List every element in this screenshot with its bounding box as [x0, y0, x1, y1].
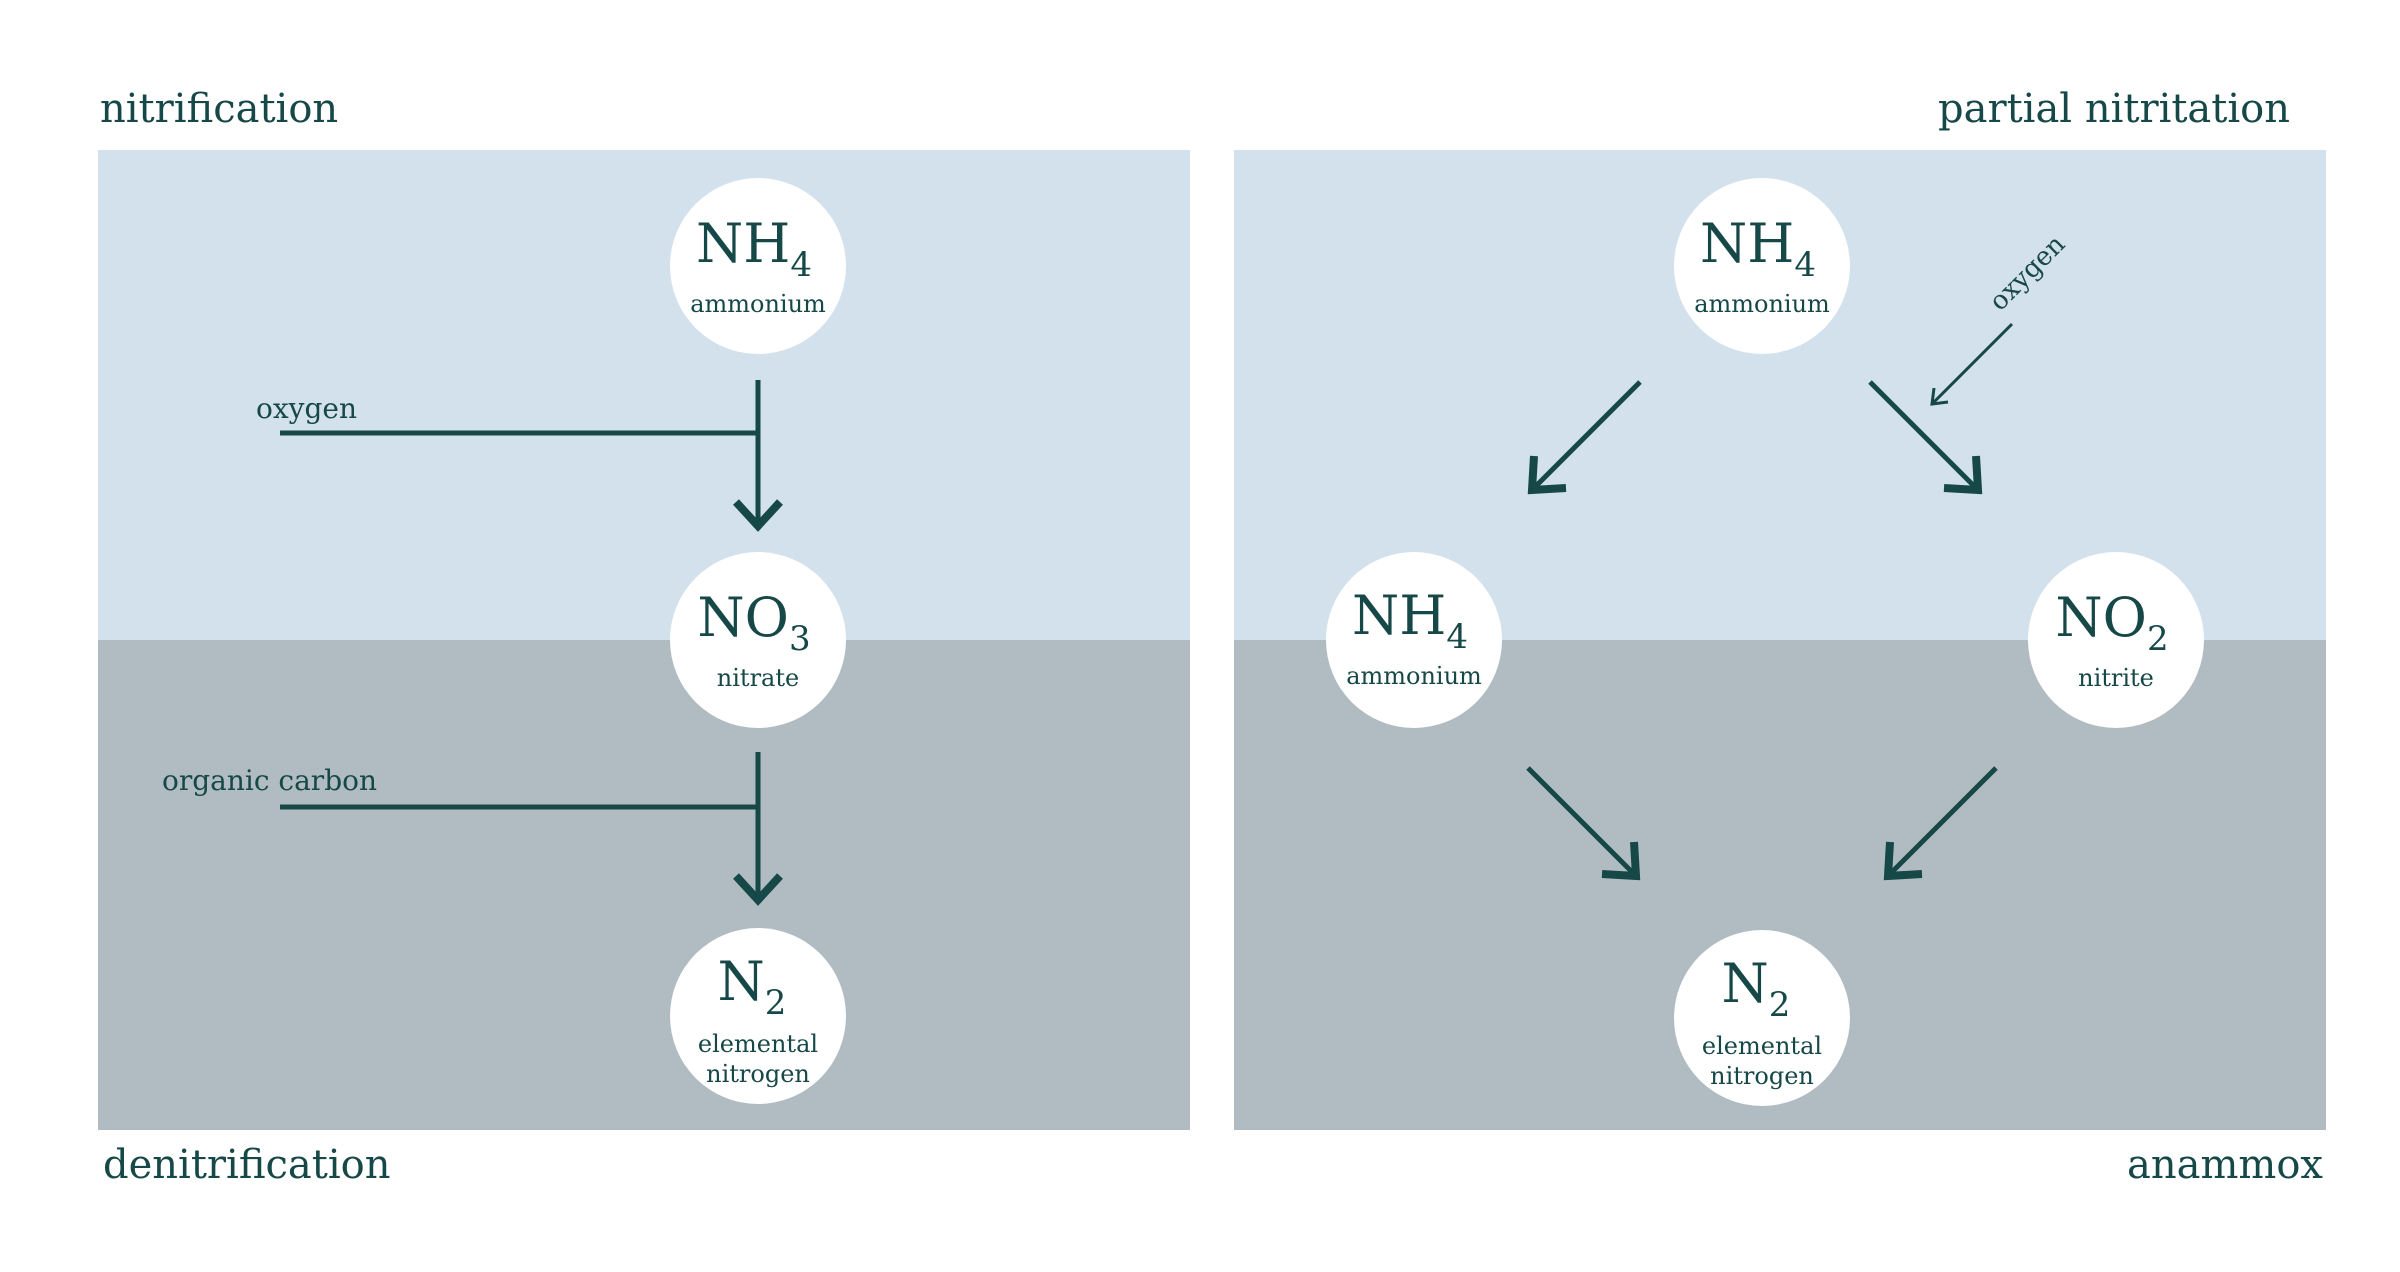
node-nitrite: NO2 nitrite	[2028, 552, 2204, 728]
anammox-label: anammox	[2127, 1142, 2323, 1188]
svg-text:NO3: NO3	[697, 586, 810, 659]
node-name-line-1: elemental	[1702, 1032, 1822, 1060]
node-name-line-2: nitrogen	[706, 1060, 810, 1088]
formula-subscript: 4	[1794, 245, 1816, 285]
arrow-nh4-to-nh4	[1530, 380, 1642, 492]
svg-text:NO2: NO2	[2055, 586, 2168, 659]
node-name-line-1: elemental	[698, 1030, 818, 1058]
arrowhead-nh4-to-nh4	[1527, 455, 1567, 495]
node-ammonium-top: NH4 ammonium	[1674, 178, 1850, 354]
arrowhead-no3-to-n2	[733, 873, 783, 906]
formula-subscript: 3	[789, 619, 811, 659]
svg-text:N2: N2	[718, 950, 787, 1023]
nitrification-label: nitrification	[100, 86, 339, 132]
node-ammonium: NH4 ammonium	[670, 178, 846, 354]
oxygen-arrow	[1930, 322, 2014, 406]
formula: NH	[1352, 584, 1446, 647]
node-ammonium-lower: NH4 ammonium	[1326, 552, 1502, 728]
node-name: ammonium	[690, 290, 826, 318]
formula-subscript: 2	[765, 983, 787, 1023]
node-name: nitrite	[2078, 664, 2154, 692]
arrowhead-nh4-to-no2	[1943, 455, 1983, 495]
oxygen-label: oxygen	[256, 392, 357, 425]
svg-text:N2: N2	[1722, 952, 1791, 1025]
svg-text:NH4: NH4	[696, 212, 812, 285]
formula-subscript: 4	[790, 245, 812, 285]
node-name: nitrate	[717, 664, 799, 692]
node-elemental-nitrogen: N2 elemental nitrogen	[670, 928, 846, 1104]
arrow-no2-to-n2	[1886, 766, 1998, 878]
denitrification-band	[98, 640, 1190, 1130]
arrow-nh4-to-no2	[1868, 380, 1980, 492]
formula: NH	[1700, 212, 1794, 275]
formula-subscript: 2	[1769, 985, 1791, 1025]
formula: N	[1722, 952, 1769, 1015]
organic-carbon-label: organic carbon	[162, 764, 377, 797]
node-name: ammonium	[1346, 662, 1482, 690]
nitrification-band	[98, 150, 1190, 640]
formula-subscript: 4	[1446, 617, 1468, 657]
node-elemental-nitrogen-right: N2 elemental nitrogen	[1674, 930, 1850, 1106]
arrow-nh4-to-n2	[1526, 766, 1638, 878]
node-nitrate: NO3 nitrate	[670, 552, 846, 728]
formula: N	[718, 950, 765, 1013]
arrowhead-nh4-to-no3	[733, 499, 783, 532]
svg-text:NH4: NH4	[1700, 212, 1816, 285]
arrowhead-nh4-to-n2	[1601, 841, 1641, 881]
formula: NO	[2055, 586, 2147, 649]
denitrification-label: denitrification	[103, 1142, 391, 1188]
partial-nitritation-label: partial nitritation	[1938, 86, 2290, 132]
formula: NO	[697, 586, 789, 649]
arrowhead-no2-to-n2	[1883, 841, 1923, 881]
svg-text:NH4: NH4	[1352, 584, 1468, 657]
formula: NH	[696, 212, 790, 275]
node-name-line-2: nitrogen	[1710, 1062, 1814, 1090]
formula-subscript: 2	[2147, 619, 2169, 659]
node-name: ammonium	[1694, 290, 1830, 318]
oxygen-arrowhead	[1930, 387, 1949, 406]
